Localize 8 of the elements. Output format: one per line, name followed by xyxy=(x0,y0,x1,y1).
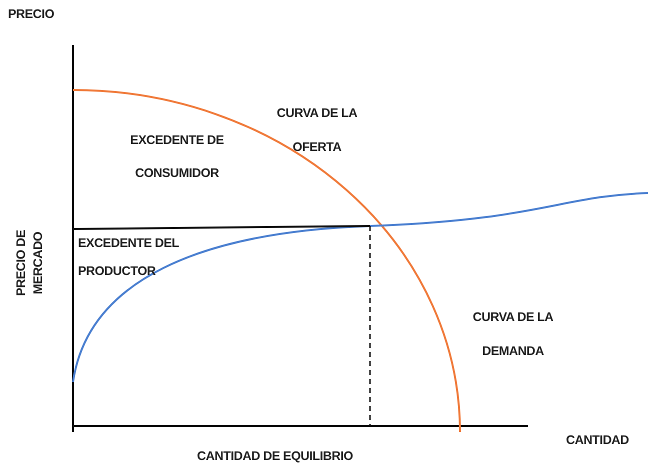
axis-title: PRECIO xyxy=(8,6,56,22)
area-label: EXCEDENTE DE CONSUMIDOR xyxy=(129,132,225,182)
area-label: EXCEDENTE DEL PRODUCTOR xyxy=(78,235,180,280)
curve-label: CURVA DE LA OFERTA xyxy=(276,105,358,156)
axis-title: CANTIDAD DE EQUILIBRIO xyxy=(196,448,354,464)
axis-title: CANTIDAD xyxy=(566,432,630,448)
curve-label: CURVA DE LA DEMANDA xyxy=(472,309,554,360)
axis-title: PRECIO DE MERCADO xyxy=(13,228,46,298)
